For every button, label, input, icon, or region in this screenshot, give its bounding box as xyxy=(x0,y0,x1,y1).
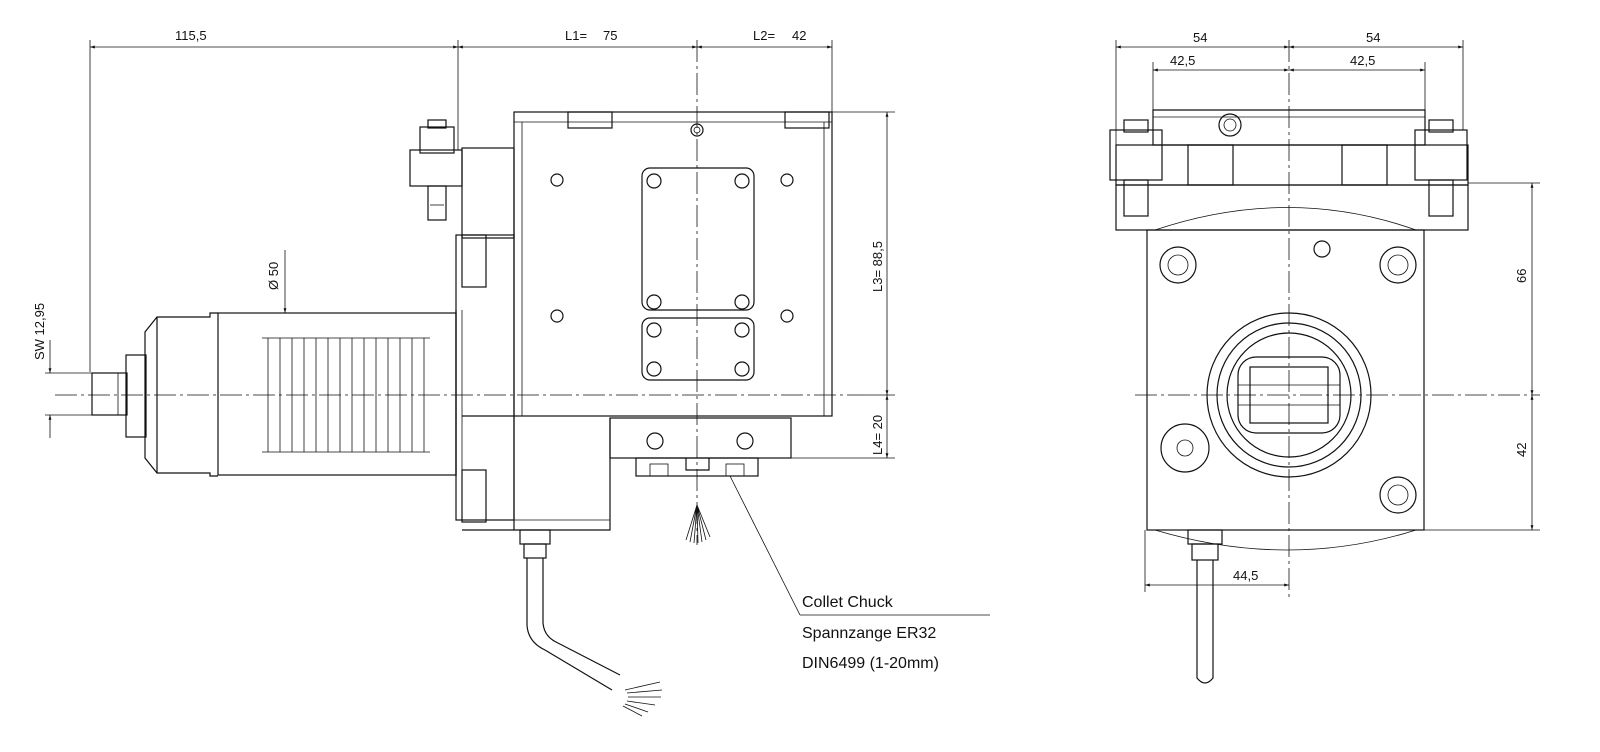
dim-offset: 44,5 xyxy=(1233,568,1258,583)
callout-line3: DIN6499 (1-20mm) xyxy=(802,655,939,672)
dim-l1-prefix: L1= xyxy=(565,28,587,43)
front-dimension-height: 66 42 xyxy=(1424,182,1540,531)
housing-block xyxy=(513,111,833,417)
side-view: 115,5 L1= 75 L2= 42 L3= 88,5 L4= 20 Ø 50 xyxy=(32,28,990,717)
dimension-overhang: 115,5 xyxy=(89,28,459,372)
dimension-l3-l4: L3= 88,5 L4= 20 xyxy=(791,111,895,459)
dim-half-width-right: 54 xyxy=(1366,30,1380,45)
dim-bolt-left: 42,5 xyxy=(1170,53,1195,68)
callout-line1: Collet Chuck xyxy=(802,594,894,611)
callout-line2: Spannzange ER32 xyxy=(802,625,936,642)
mounting-flange xyxy=(409,119,515,523)
drive-spindle xyxy=(91,310,457,477)
front-view: 54 54 42,5 42,5 66 42 44,5 xyxy=(1109,30,1540,684)
dim-height-top: 66 xyxy=(1514,269,1529,283)
coolant-spray xyxy=(685,504,711,544)
lower-extension xyxy=(462,415,792,531)
front-dimension-width: 54 54 xyxy=(1115,30,1464,145)
front-mounting-bar xyxy=(1109,109,1469,231)
front-dimension-bolt: 42,5 42,5 xyxy=(1152,53,1426,110)
dim-diameter-label: Ø 50 xyxy=(266,262,281,290)
dim-sw-label: SW 12,95 xyxy=(32,303,47,360)
dimension-diameter: Ø 50 xyxy=(266,250,287,313)
spindle-threads xyxy=(262,337,430,453)
dim-l1-value: 75 xyxy=(603,28,617,43)
front-coolant-fitting xyxy=(1187,529,1223,684)
dim-l2-prefix: L2= xyxy=(753,28,775,43)
dim-l4-label: L4= 20 xyxy=(870,415,885,455)
dimension-l1-l2: L1= 75 L2= 42 xyxy=(458,28,833,112)
dim-overhang-label: 115,5 xyxy=(175,28,207,43)
front-dimension-offset: 44,5 xyxy=(1144,530,1289,592)
front-housing xyxy=(1146,207,1425,551)
coolant-hose xyxy=(519,529,663,717)
collet-callout: Collet Chuck Spannzange ER32 DIN6499 (1-… xyxy=(729,475,990,672)
dim-height-bottom: 42 xyxy=(1514,443,1529,457)
dim-bolt-right: 42,5 xyxy=(1350,53,1375,68)
dimension-sw: SW 12,95 xyxy=(32,303,92,438)
dim-half-width-left: 54 xyxy=(1193,30,1207,45)
dim-l2-value: 42 xyxy=(792,28,806,43)
dim-l3-label: L3= 88,5 xyxy=(870,241,885,292)
